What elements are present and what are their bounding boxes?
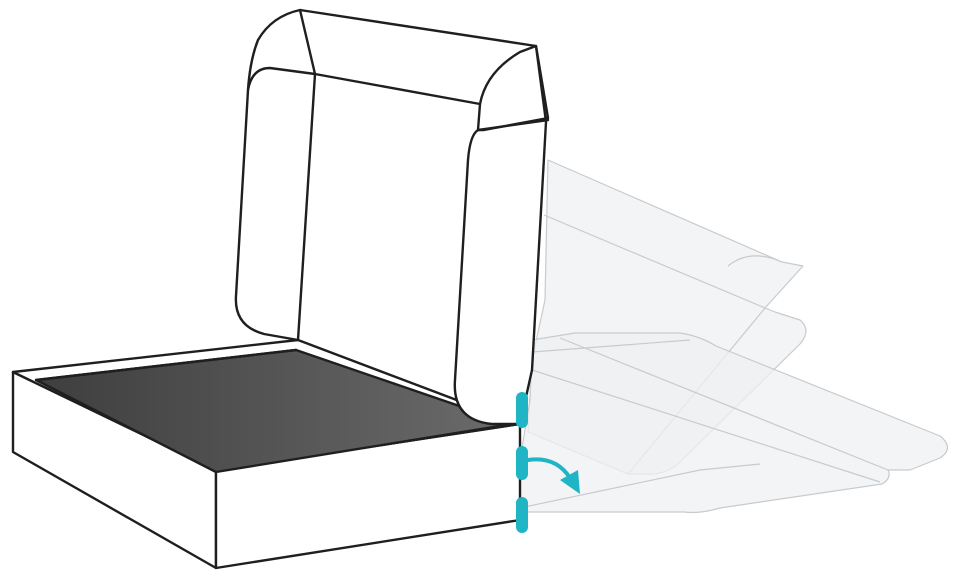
hinge-tabs [516, 392, 528, 533]
ghost-lid-panel-flat [520, 333, 948, 513]
lid-crease-left [298, 74, 315, 340]
box-base [13, 340, 520, 568]
lid-left-flap-edge [236, 90, 298, 340]
hinge-tab-icon [516, 392, 528, 428]
hinge-tab-icon [516, 497, 528, 533]
hinge-tab-icon [516, 446, 528, 480]
